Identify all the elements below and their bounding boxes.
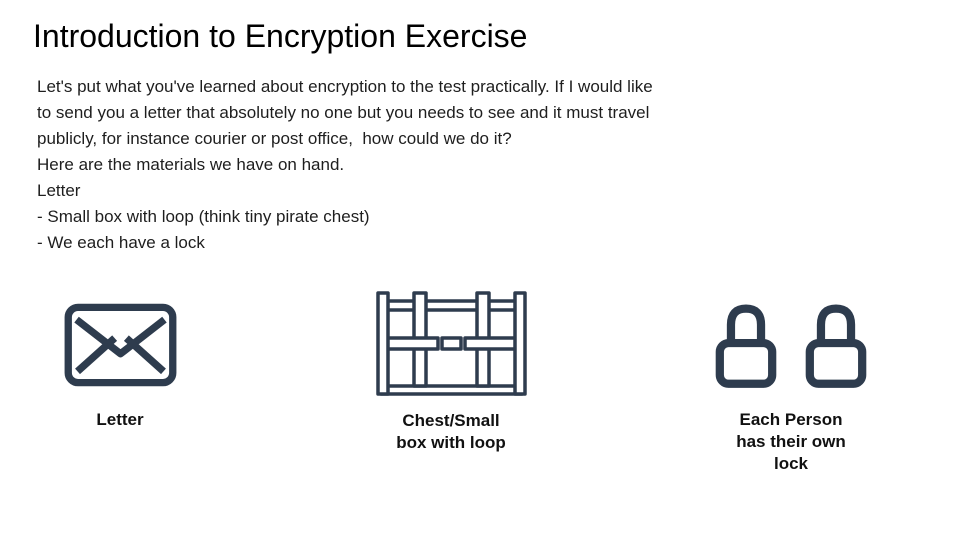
chest-icon [375, 291, 527, 396]
figure-letter-caption: Letter [96, 410, 144, 429]
padlock-icon [715, 304, 777, 388]
figure-letter: Letter [60, 303, 180, 431]
figure-locks-caption: Each Person has their own lock [736, 410, 846, 473]
figure-chest-caption: Chest/Small box with loop [396, 411, 506, 452]
figure-locks: Each Person has their own lock [711, 299, 871, 475]
padlock-icons-row [711, 299, 871, 391]
body-text: Let's put what you've learned about encr… [37, 77, 653, 252]
padlock-icon [805, 304, 867, 388]
envelope-icon [64, 303, 176, 387]
figure-chest: Chest/Small box with loop [371, 291, 531, 454]
page-title: Introduction to Encryption Exercise [33, 18, 528, 54]
